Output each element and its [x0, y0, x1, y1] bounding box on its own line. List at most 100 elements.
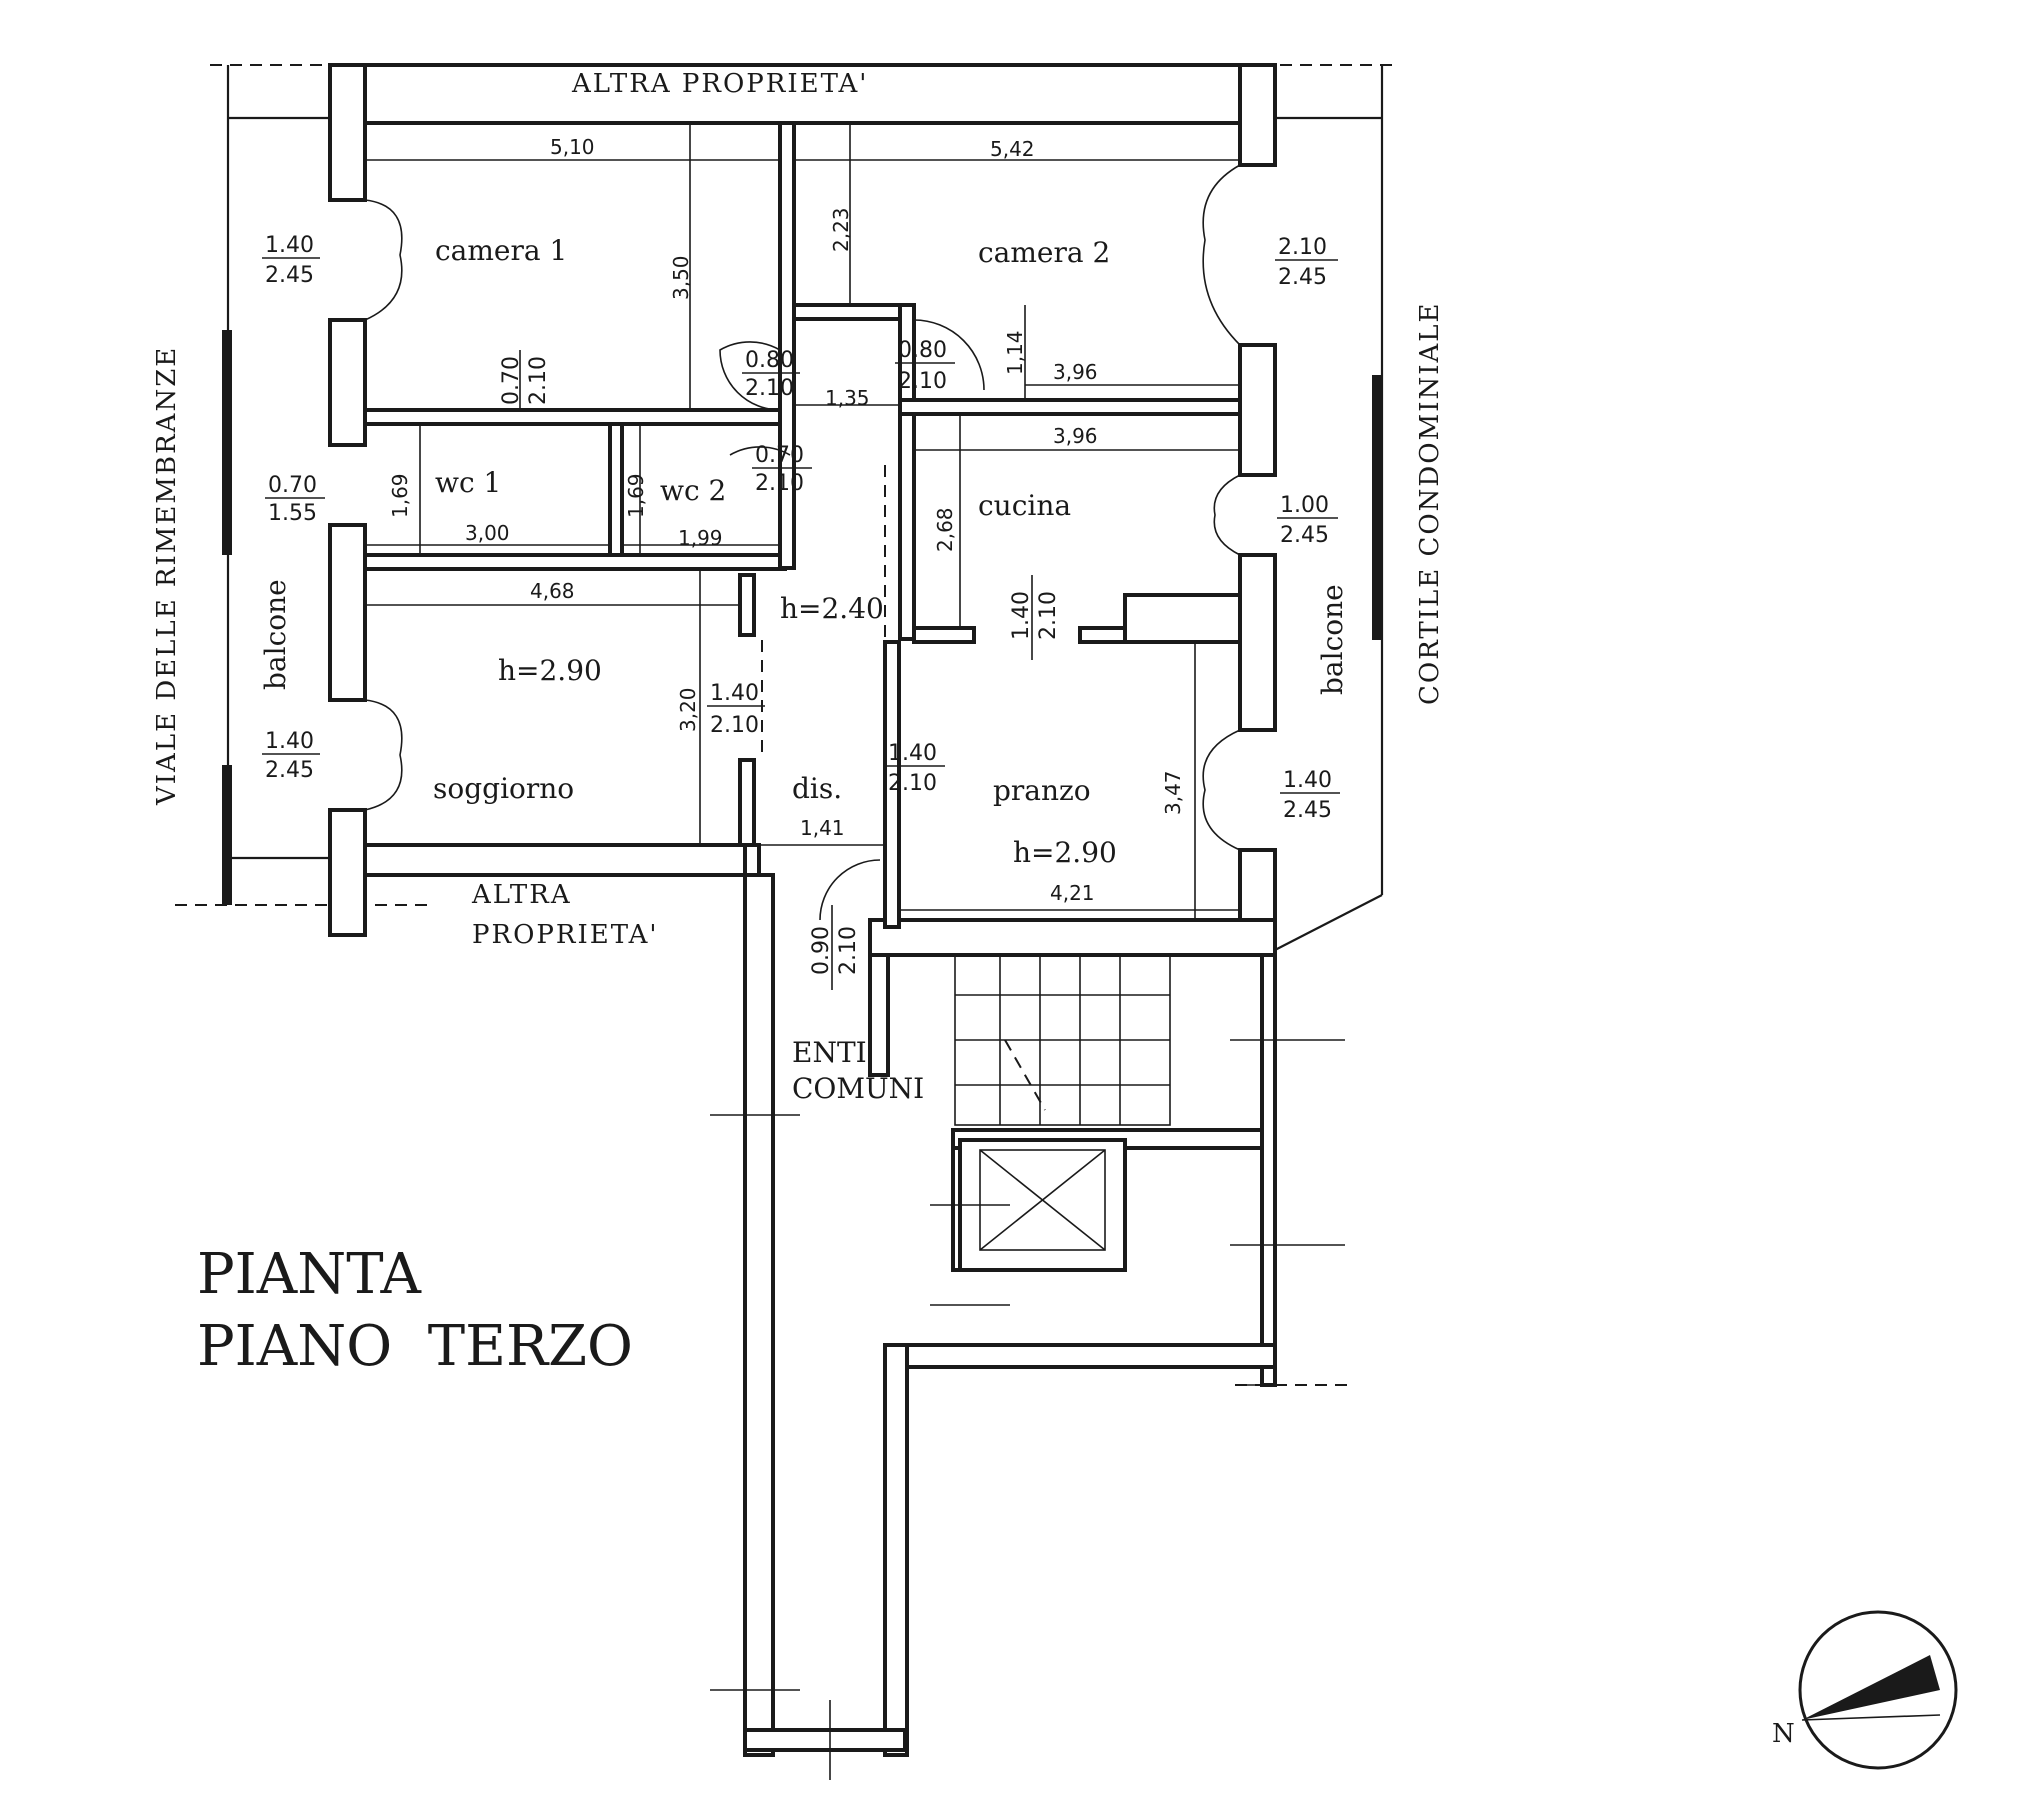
label-top-property: ALTRA PROPRIETA' — [571, 69, 868, 99]
opening-w6: 1.40 2.45 — [1280, 768, 1340, 823]
compass-ring-icon — [1798, 1610, 1958, 1770]
room-dis: dis. — [792, 772, 842, 805]
wall — [883, 640, 901, 929]
dim-347: 3,47 — [1161, 770, 1185, 815]
wall — [1238, 553, 1277, 732]
wall — [898, 398, 1242, 416]
room-pranzo: pranzo — [993, 774, 1091, 807]
dim-510: 5,10 — [550, 135, 595, 159]
label-common-1: ENTI — [792, 1036, 867, 1069]
wall — [883, 1343, 1277, 1369]
svg-text:1.00: 1.00 — [1280, 493, 1329, 518]
svg-text:2.45: 2.45 — [265, 263, 314, 288]
compass-north-label: N — [1772, 1719, 1795, 1749]
svg-text:1.40: 1.40 — [265, 233, 314, 258]
room-wc-2: wc 2 — [660, 474, 726, 507]
wall — [868, 953, 890, 1077]
door-swings — [364, 164, 1241, 921]
wall — [743, 1728, 907, 1752]
wall — [868, 918, 1277, 957]
svg-text:2.10: 2.10 — [755, 471, 804, 496]
wall — [328, 523, 367, 702]
svg-text:2.10: 2.10 — [898, 369, 947, 394]
room-soggiorno: soggiorno — [433, 772, 574, 805]
dim-350: 3,50 — [669, 255, 693, 300]
svg-text:2.45: 2.45 — [1278, 265, 1327, 290]
room-camera-2: camera 2 — [978, 236, 1110, 269]
svg-text:1.40: 1.40 — [888, 741, 937, 766]
svg-text:2.10: 2.10 — [745, 376, 794, 401]
opening-d2: 0.80 2.10 — [742, 348, 800, 401]
dim-396-a: 3,96 — [1053, 360, 1098, 384]
title-line-1: PIANTA — [197, 1242, 422, 1307]
opening-d1: 0.70 2.10 — [499, 350, 551, 410]
dim-169-b: 1,69 — [624, 473, 648, 518]
dim-468: 4,68 — [530, 579, 575, 603]
svg-text:0.90: 0.90 — [809, 926, 834, 975]
svg-text:2.10: 2.10 — [1036, 591, 1061, 640]
svg-text:0.70: 0.70 — [268, 473, 317, 498]
wall — [743, 873, 775, 1757]
opening-w4: 1.00 2.45 — [1277, 493, 1338, 548]
label-street: VIALE DELLE RIMEMBRANZE — [152, 346, 182, 806]
wall — [363, 553, 787, 571]
svg-text:2.45: 2.45 — [1283, 798, 1332, 823]
dim-268: 2,68 — [933, 507, 957, 552]
title-line-2: PIANO TERZO — [197, 1314, 633, 1379]
wall — [1238, 63, 1277, 167]
dim-141: 1,41 — [800, 816, 845, 840]
wall — [608, 422, 624, 557]
wall — [1123, 593, 1242, 644]
room-camera-1: camera 1 — [435, 234, 567, 267]
wall — [898, 412, 916, 641]
staircase — [954, 954, 1171, 1126]
label-bottom-property-2: PROPRIETA' — [472, 920, 659, 950]
svg-text:1.40: 1.40 — [1283, 768, 1332, 793]
svg-text:2.10: 2.10 — [1278, 235, 1327, 260]
svg-text:2.10: 2.10 — [710, 713, 759, 738]
compass: N — [1772, 1610, 1958, 1770]
opening-w1: 1.40 2.45 — [262, 233, 320, 288]
room-wc-1: wc 1 — [435, 466, 501, 499]
room-pranzo-height: h=2.90 — [1013, 836, 1117, 869]
wall — [883, 1343, 909, 1757]
room-dis-height: h=2.40 — [780, 592, 884, 625]
opening-w3: 0.70 1.55 — [265, 473, 325, 526]
wall — [328, 808, 367, 937]
wall — [1078, 626, 1127, 644]
svg-text:1.40: 1.40 — [265, 729, 314, 754]
dimension-lines — [365, 123, 1240, 920]
opening-d3: 0.80 2.10 — [895, 338, 955, 394]
opening-w2: 2.10 2.45 — [1275, 235, 1338, 290]
dim-421: 4,21 — [1050, 881, 1095, 905]
svg-text:2.10: 2.10 — [836, 926, 861, 975]
opening-d5: 1.40 2.10 — [1009, 575, 1061, 660]
dim-114: 1,14 — [1003, 330, 1027, 375]
wall — [1260, 953, 1277, 1387]
wall — [778, 121, 796, 570]
svg-text:0.80: 0.80 — [745, 348, 794, 373]
wall — [328, 318, 367, 447]
svg-text:2.10: 2.10 — [888, 771, 937, 796]
opening-w5: 1.40 2.45 — [262, 729, 320, 783]
dim-320: 3,20 — [676, 687, 700, 732]
right-railing — [1372, 375, 1382, 640]
opening-d4: 0.70 2.10 — [752, 443, 812, 496]
dim-542: 5,42 — [990, 137, 1035, 161]
dim-223: 2,23 — [829, 207, 853, 252]
svg-text:1.40: 1.40 — [710, 681, 759, 706]
label-bottom-property-1: ALTRA — [471, 880, 572, 910]
svg-text:0.70: 0.70 — [755, 443, 804, 468]
wall-top — [363, 63, 1247, 125]
wall — [1238, 343, 1277, 477]
svg-text:1.40: 1.40 — [1009, 591, 1034, 640]
dim-300: 3,00 — [465, 521, 510, 545]
dim-169-a: 1,69 — [388, 473, 412, 518]
svg-text:1.55: 1.55 — [268, 501, 317, 526]
wall — [738, 758, 756, 847]
dim-396-b: 3,96 — [1053, 424, 1098, 448]
label-courtyard: CORTILE CONDOMINIALE — [1415, 301, 1445, 705]
svg-text:2.45: 2.45 — [1280, 523, 1329, 548]
compass-needle-icon — [1802, 1655, 1940, 1720]
